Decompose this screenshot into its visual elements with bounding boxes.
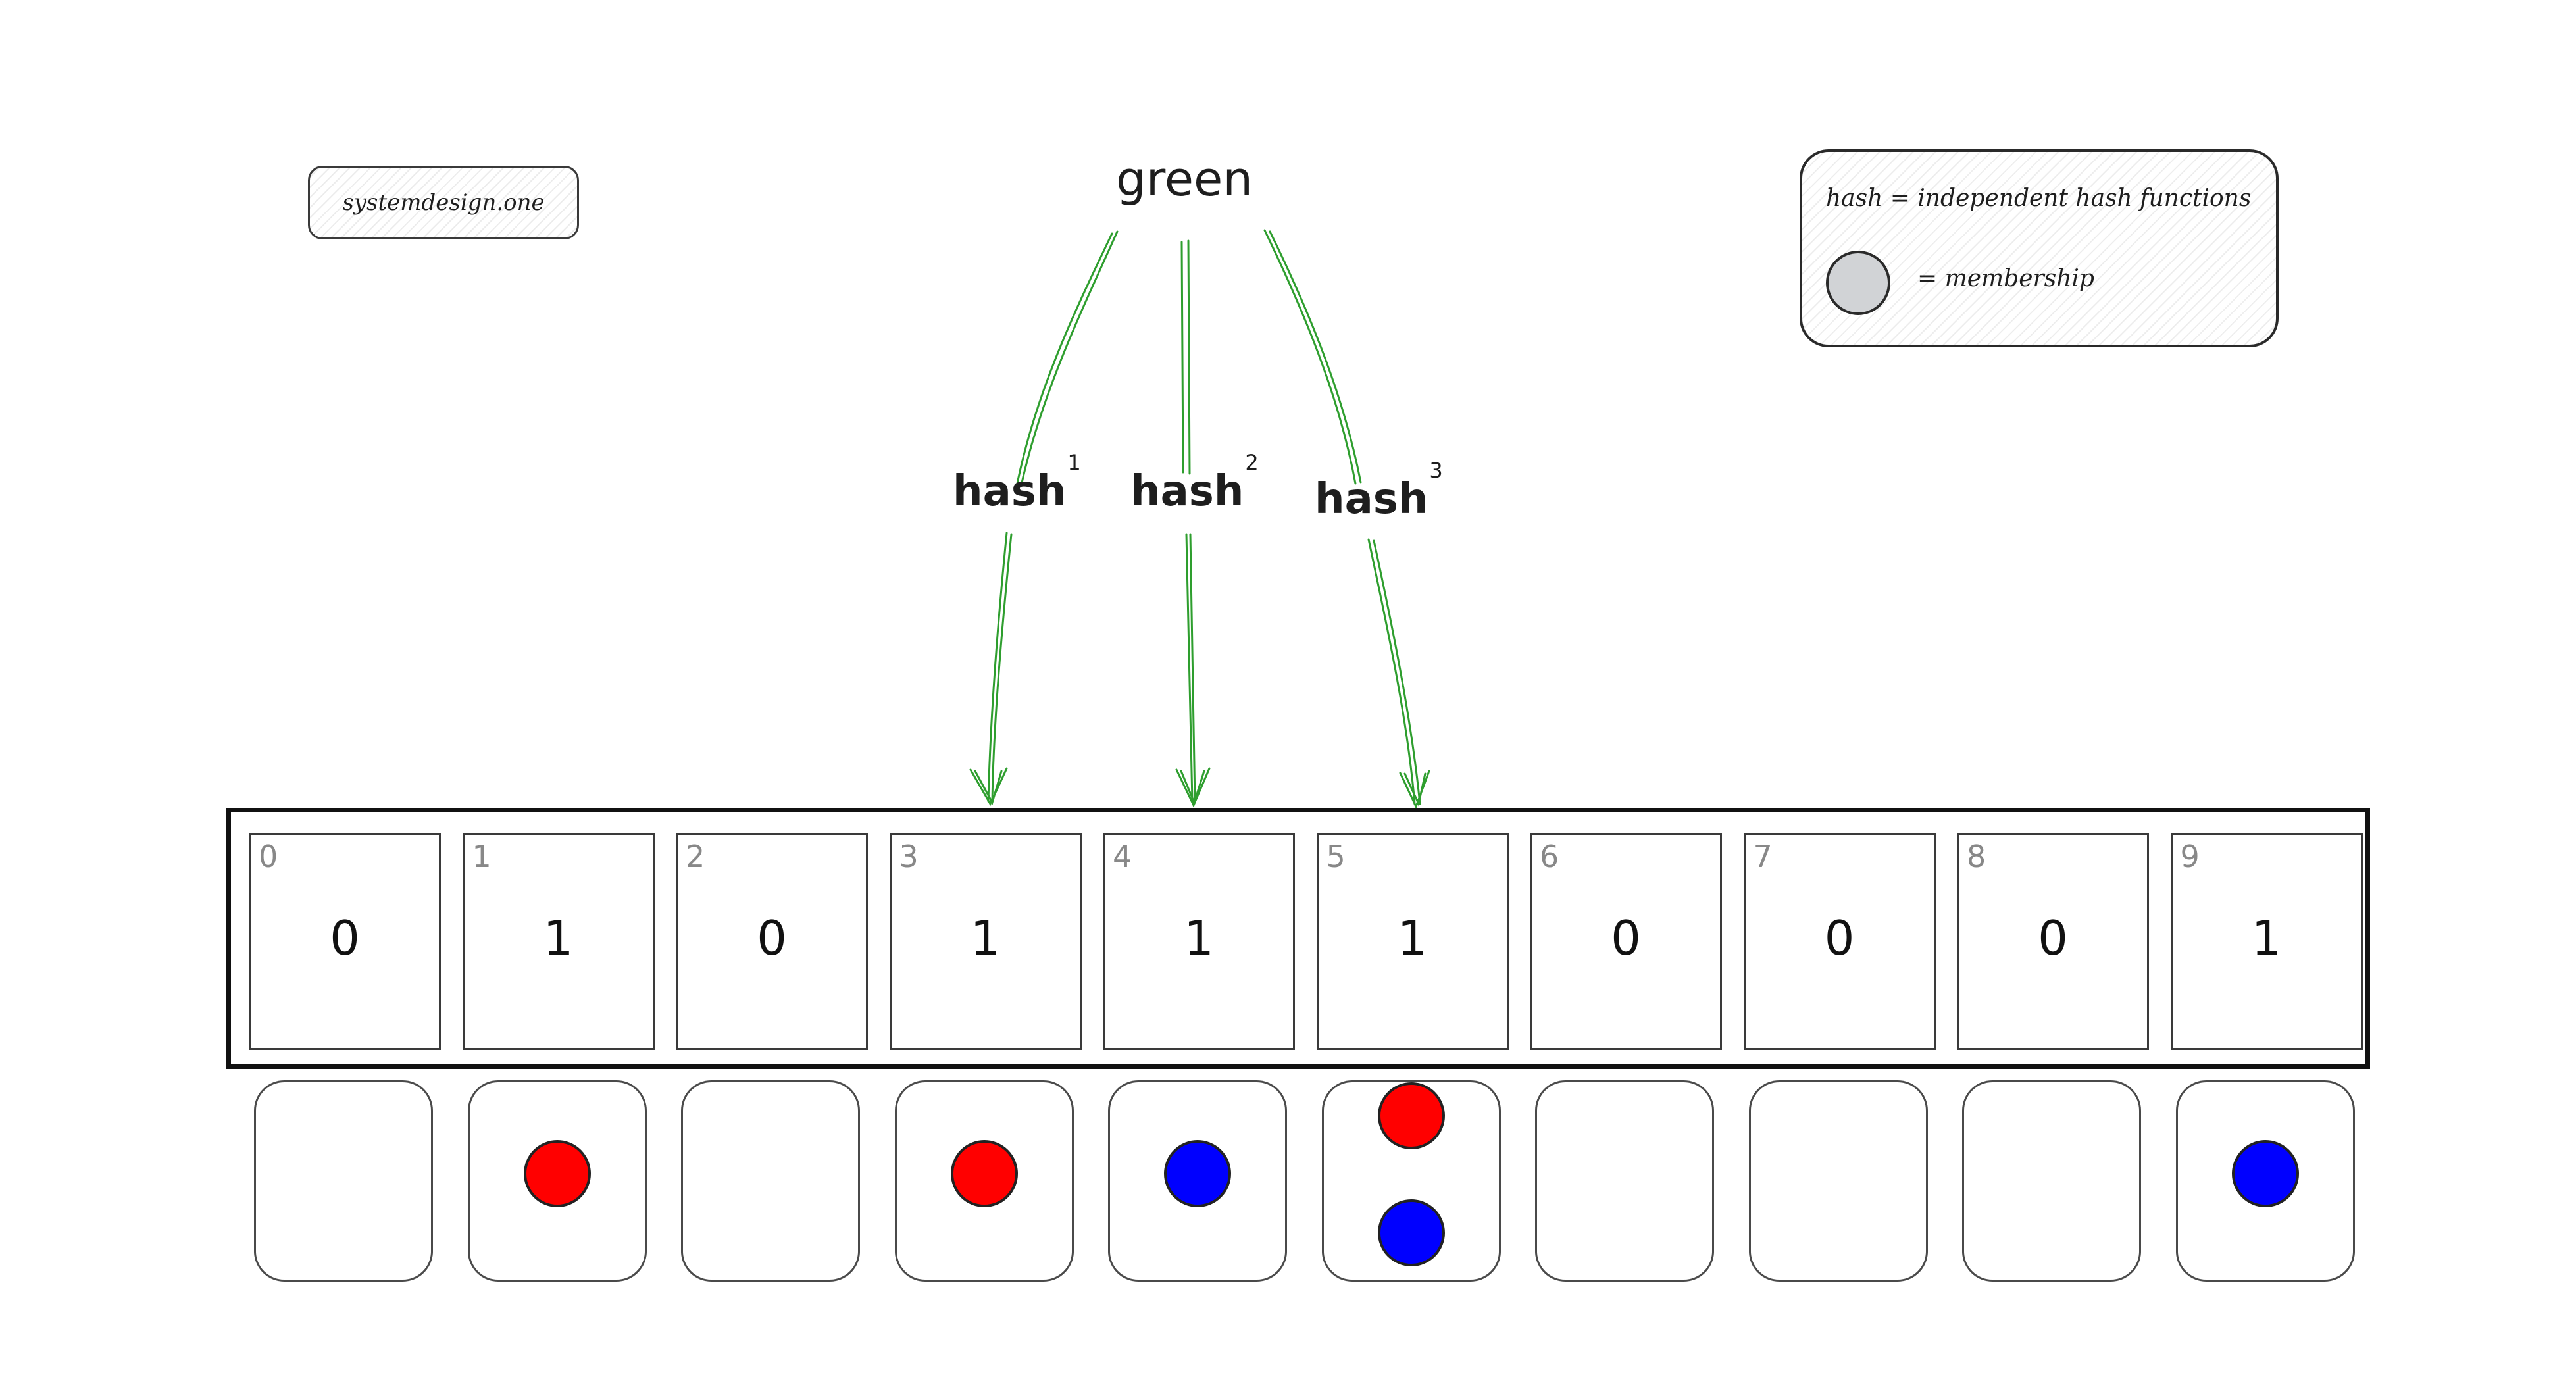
arrow-hash-2-lower bbox=[1185, 533, 1194, 803]
cell-bit-value: 0 bbox=[757, 911, 787, 966]
cell-index: 6 bbox=[1540, 839, 1559, 874]
cell-index: 4 bbox=[1113, 839, 1132, 874]
membership-slot bbox=[1962, 1080, 2141, 1282]
membership-slot bbox=[2175, 1080, 2355, 1282]
membership-legend-icon bbox=[1826, 251, 1890, 315]
cell-index: 7 bbox=[1753, 839, 1773, 874]
membership-dot-blue bbox=[2231, 1140, 2299, 1207]
membership-slot bbox=[894, 1080, 1074, 1282]
bit-array bbox=[226, 808, 2370, 1069]
membership-slot bbox=[254, 1080, 433, 1282]
arrow-hash-1-lower bbox=[987, 532, 1008, 803]
arrow-hash-1-upper-b bbox=[1020, 230, 1119, 487]
cell-index: 1 bbox=[472, 839, 492, 874]
hash-text: hash bbox=[1315, 475, 1428, 524]
hash-text: hash bbox=[1130, 467, 1244, 516]
hash-label-1: hash1 bbox=[953, 450, 1081, 516]
brand-text: systemdesign.one bbox=[342, 189, 545, 216]
membership-dot-red bbox=[1377, 1082, 1445, 1149]
brand-badge: systemdesign.one bbox=[308, 166, 579, 239]
membership-dot-blue bbox=[1164, 1140, 1231, 1207]
cell-index: 0 bbox=[259, 839, 278, 874]
cell-bit-value: 1 bbox=[1184, 911, 1214, 966]
arrow-hash-1-upper bbox=[1015, 232, 1113, 488]
arrow-hash-1-head bbox=[969, 767, 1008, 807]
membership-dot-red bbox=[523, 1140, 591, 1207]
cell-bit-value: 0 bbox=[1824, 911, 1855, 966]
cell-bit-value: 1 bbox=[1397, 911, 1428, 966]
hash-index: 3 bbox=[1429, 457, 1443, 483]
cell-bit-value: 0 bbox=[330, 911, 360, 966]
cell-bit-value: 1 bbox=[970, 911, 1001, 966]
cell-bit-value: 1 bbox=[2251, 911, 2282, 966]
cell-index: 5 bbox=[1326, 839, 1346, 874]
arrow-hash-3-lower-b bbox=[1373, 539, 1421, 805]
cell-bit-value: 1 bbox=[543, 911, 574, 966]
legend-hash-text: hash = independent hash functions bbox=[1826, 185, 2252, 212]
cell-index: 2 bbox=[686, 839, 705, 874]
arrow-hash-1-lower-b bbox=[991, 533, 1013, 803]
arrow-hash-2-head bbox=[1175, 767, 1211, 808]
membership-slot bbox=[1535, 1080, 1714, 1282]
cell-bit-value: 0 bbox=[1611, 911, 1641, 966]
arrow-hash-3-upper-b bbox=[1269, 230, 1362, 484]
arrow-hash-2-lower-b bbox=[1189, 533, 1196, 804]
arrow-hash-3-upper bbox=[1263, 229, 1357, 485]
cell-bit-value: 0 bbox=[2038, 911, 2068, 966]
membership-slot bbox=[681, 1080, 860, 1282]
key-label: green bbox=[1116, 151, 1253, 207]
legend: hash = independent hash functions = memb… bbox=[1800, 149, 2279, 347]
membership-slot bbox=[1321, 1080, 1501, 1282]
membership-slot bbox=[1108, 1080, 1287, 1282]
hash-label-2: hash2 bbox=[1130, 450, 1259, 516]
arrow-hash-2-upper-b bbox=[1187, 239, 1191, 475]
membership-dot-blue bbox=[1377, 1199, 1445, 1266]
cell-index: 8 bbox=[1967, 839, 1986, 874]
hash-label-3: hash3 bbox=[1315, 458, 1443, 524]
hash-index: 1 bbox=[1067, 449, 1081, 475]
membership-slot bbox=[467, 1080, 647, 1282]
membership-dot-red bbox=[950, 1140, 1018, 1207]
cell-index: 3 bbox=[899, 839, 919, 874]
legend-membership-text: = membership bbox=[1917, 265, 2094, 292]
hash-text: hash bbox=[953, 467, 1067, 516]
membership-slot bbox=[1748, 1080, 1928, 1282]
arrow-hash-3-lower bbox=[1367, 538, 1416, 805]
arrow-hash-2-upper bbox=[1180, 241, 1184, 474]
arrow-hash-3-head bbox=[1399, 770, 1430, 809]
cell-index: 9 bbox=[2180, 839, 2200, 874]
hash-index: 2 bbox=[1245, 449, 1259, 475]
